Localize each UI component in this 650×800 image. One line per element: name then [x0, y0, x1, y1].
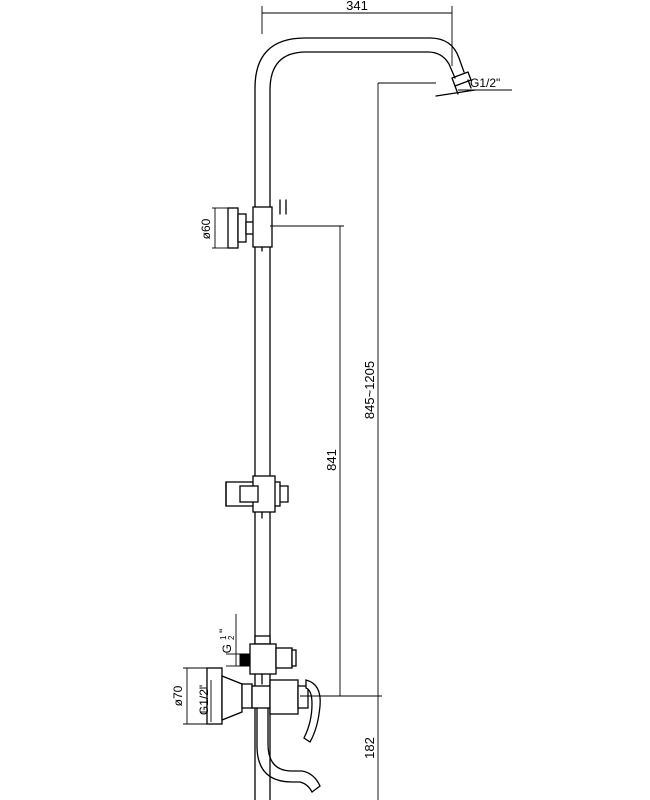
dimension-label-wall-connection: G1/2" — [197, 685, 211, 715]
dimension-adjustable-height: 845~1205 — [344, 82, 436, 800]
diverter-thread-fraction-top: 1 — [219, 635, 228, 640]
dimension-label-arm-reach: 341 — [346, 0, 368, 13]
riser-pipe — [254, 37, 465, 800]
dimension-arm-reach: 341 — [261, 0, 453, 66]
dimension-diverter-thread: G 1 2 " — [217, 614, 240, 667]
sliding-handshower-holder — [225, 475, 289, 519]
dimension-holder-diameter: ø60 — [199, 207, 228, 249]
wall-bracket-upper — [227, 199, 287, 252]
dimension-fixed-height: 841 — [270, 225, 344, 697]
dimension-label-spout-drop: 182 — [362, 737, 377, 759]
shower-connection-thread: G1/2" — [470, 76, 500, 90]
diverter-thread-fraction-bottom: 2 — [227, 635, 236, 640]
mixer-body — [206, 667, 321, 743]
dimension-wall-connection: G1/2" — [197, 680, 212, 722]
bath-spout — [256, 707, 321, 793]
diverter-thread-g: G — [220, 644, 234, 653]
dimension-label-fixed-height: 841 — [324, 449, 339, 471]
dimension-spout-drop: 182 — [362, 737, 377, 759]
diverter-block — [239, 635, 297, 685]
label-shower-connection: G1/2" — [458, 76, 512, 91]
shower-head-connector — [435, 71, 476, 97]
dimension-label-flange-diameter: ø70 — [171, 685, 185, 706]
diverter-thread-inch: " — [217, 629, 231, 633]
dimension-label-holder-diameter: ø60 — [199, 218, 213, 239]
dimension-flange-diameter: ø70 — [171, 667, 207, 725]
dimension-label-adjustable-height: 845~1205 — [362, 361, 377, 419]
